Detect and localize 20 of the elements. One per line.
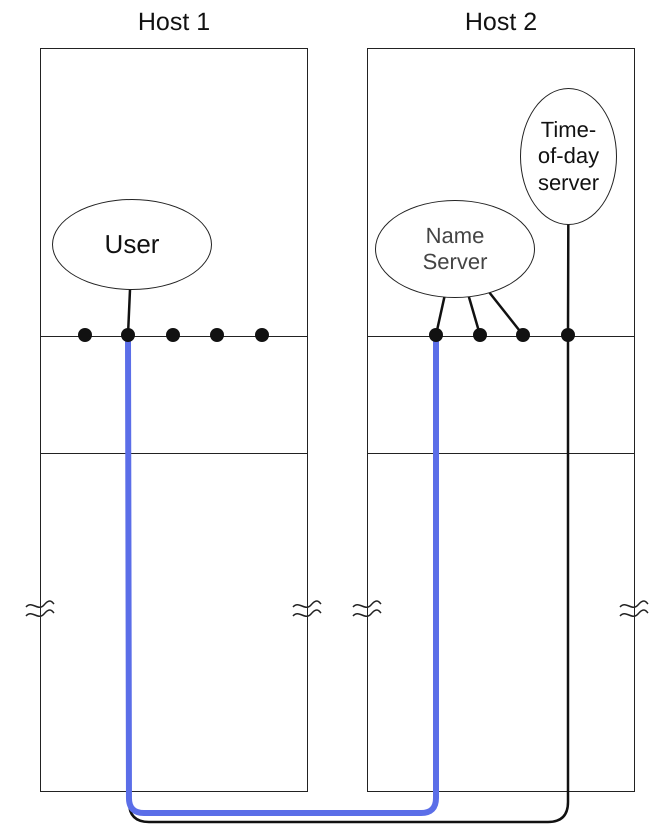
port-dot [210,328,224,342]
process-label: Time-of-day server [536,116,600,196]
connection-line [468,296,480,330]
host-heading: Host 2 [464,6,538,38]
port-dot [255,328,269,342]
process-label: Name Server [422,222,488,276]
port-dot [78,328,92,342]
connection-line [127,288,132,330]
port-dot [561,328,575,342]
port-dot [516,328,530,342]
connection-line [125,339,439,816]
port-dot [121,328,135,342]
port-dot [166,328,180,342]
connection-line [488,292,520,331]
port-dot [429,328,443,342]
connection-line [436,296,446,330]
connection-line [566,224,570,330]
host-heading: Host 1 [136,6,212,38]
process-label: User [104,228,160,260]
port-dot [473,328,487,342]
